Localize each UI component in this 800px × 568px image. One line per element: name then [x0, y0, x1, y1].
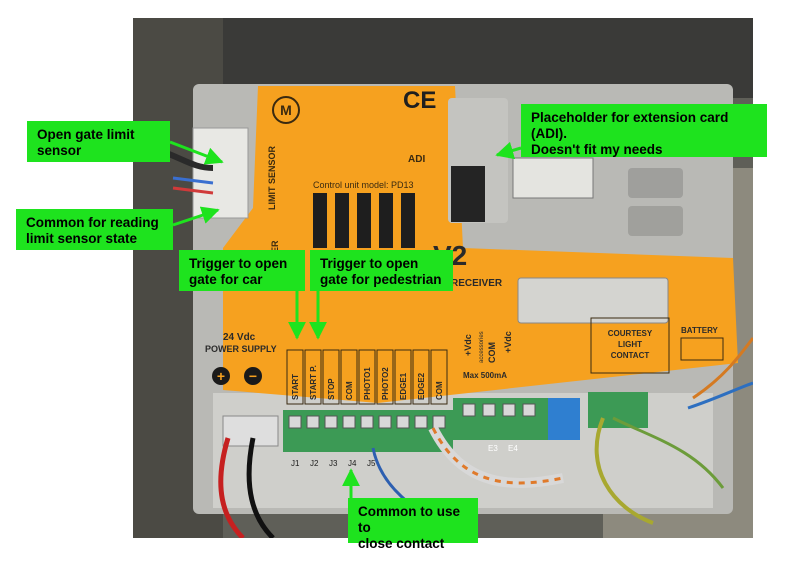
terminal-label-box [340, 349, 358, 405]
orange-pair [431, 427, 564, 485]
motor-symbol-circle [272, 96, 300, 124]
minus-symbol: − [249, 368, 257, 384]
e-terminal-labels: E3 E4 [488, 444, 518, 453]
battery-print: BATTERY [681, 326, 719, 335]
receiver-module [517, 277, 669, 324]
terminal-screws [288, 403, 536, 429]
ce-mark: CE [403, 87, 436, 114]
callout-open-limit-sensor: Open gate limit sensor [27, 121, 170, 162]
terminal-labels: START START P. STOP COM PHOTO1 PHOTO2 EDGE1 EDG… [286, 349, 448, 405]
power-voltage: 24 Vdc [223, 332, 256, 343]
jumper-label: J3 [329, 459, 338, 468]
yellow-green-wire [594, 417, 654, 525]
power-wire-red [218, 437, 245, 538]
jumper-label: J5 [367, 459, 376, 468]
receiver-print: RECEIVER [451, 278, 503, 289]
vent-slot [401, 193, 415, 248]
e-terminal-label: E3 [488, 444, 498, 453]
terminal-label-box [286, 349, 304, 405]
plus-symbol: + [217, 368, 225, 384]
limit-sensor-print: LIMIT SENSOR [267, 145, 277, 210]
terminal-label: COM [435, 381, 444, 400]
courtesy-box [590, 317, 670, 374]
limit-sensor-connector [192, 127, 249, 219]
max-current-print: Max 500mA [463, 371, 507, 380]
callout-trigger-car: Trigger to open gate for car [179, 250, 305, 291]
terminal-label-box [322, 349, 340, 405]
jumper-label: J1 [291, 459, 300, 468]
battery-symbol [680, 337, 724, 361]
terminal-label: PHOTO1 [363, 367, 372, 400]
button-panel-lower [628, 206, 683, 236]
terminal-label: START [291, 374, 300, 400]
orange-wire [692, 337, 753, 400]
e-terminal-label: E4 [508, 444, 518, 453]
callout-common-close-contact: Common to use to close contact [348, 498, 478, 551]
callout-adi-placeholder: Placeholder for extension card (ADI). Do… [521, 104, 767, 157]
jumper-label: J2 [310, 459, 319, 468]
terminal-label: PHOTO2 [381, 367, 390, 400]
vent-slot [313, 193, 327, 248]
courtesy-terminal-block [588, 392, 648, 428]
minus-marker [244, 367, 262, 385]
plus-marker [212, 367, 230, 385]
callout-trigger-pedestrian: Trigger to open gate for pedestrian [310, 250, 453, 291]
power-supply-print: POWER SUPPLY [205, 344, 277, 354]
terminal-label-box [376, 349, 394, 405]
blue-terminal [548, 398, 580, 440]
vent-slot [335, 193, 349, 248]
blue-wire [172, 176, 214, 185]
button-panel [628, 168, 683, 198]
vent-slot [379, 193, 393, 248]
motor-symbol: M [280, 102, 292, 118]
model-label: Control unit model: PD13 [313, 180, 414, 190]
terminal-label-box [412, 349, 430, 405]
adi-slot-connector [451, 166, 485, 222]
terminal-label: EDGE1 [399, 372, 408, 400]
jumper-label: J4 [348, 459, 357, 468]
orange-board-overlay [223, 86, 738, 403]
blue-wire-right [687, 381, 753, 410]
accessories-print: accessories [479, 331, 485, 363]
vent-slot [357, 193, 371, 248]
vdc-left-print: +Vdc [463, 334, 473, 356]
jumper-labels: J1 J2 J3 J4 J5 [291, 459, 376, 468]
adi-logo: ADI [408, 154, 425, 165]
terminal-label: COM [345, 381, 354, 400]
green-wire [612, 416, 725, 489]
red-wire [172, 186, 214, 195]
callout-common-limit-sensor: Common for reading limit sensor state [16, 209, 173, 250]
terminal-label-box [304, 349, 322, 405]
com-left-print: COM [487, 342, 497, 363]
terminal-label-box [358, 349, 376, 405]
terminal-label: START P. [309, 365, 318, 400]
display-window [512, 157, 594, 199]
power-wire-black [246, 437, 275, 538]
terminal-label: STOP [327, 378, 336, 400]
terminal-label: EDGE2 [417, 372, 426, 400]
vdc-right-print: +Vdc [503, 331, 513, 353]
terminal-label-box [430, 349, 448, 405]
terminal-label-box [394, 349, 412, 405]
